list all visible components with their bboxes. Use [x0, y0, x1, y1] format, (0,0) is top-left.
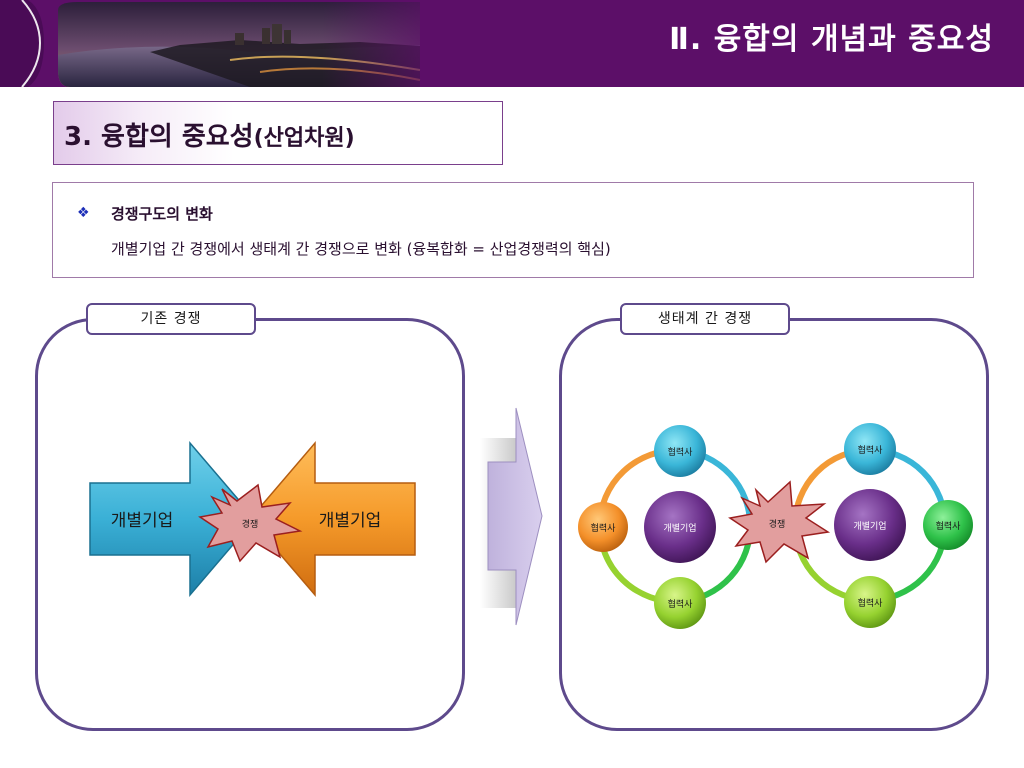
section-title-paren: (산업차원): [253, 126, 355, 151]
left-top-partner-circle: [654, 425, 706, 477]
page-title: Ⅱ. 융합의 개념과 중요성: [669, 22, 994, 57]
ecosystem-competition-burst-icon: [728, 480, 831, 564]
transition-arrow-icon: [480, 407, 543, 626]
right-center-circle: [834, 489, 906, 561]
right-arrow-label: 개별기업: [319, 511, 382, 531]
right-top-partner-circle: [844, 423, 896, 475]
header-banner: Ⅱ. 융합의 개념과 중요성: [0, 0, 1024, 87]
right-bottom-partner-circle: [844, 576, 896, 628]
existing-competition-tab: 기존 경쟁: [86, 303, 256, 335]
section-heading-box: 3. 융합의 중요성(산업차원): [53, 101, 503, 165]
right-right-partner-label: 협력사: [936, 520, 962, 532]
ecosystem-competition-tab: 생태계 간 경쟁: [620, 303, 790, 335]
left-arrow-shape: [89, 440, 256, 598]
left-bottom-partner-circle: [654, 577, 706, 629]
competition-burst-icon: [198, 483, 303, 563]
right-arrow-shape: [249, 440, 416, 598]
section-title: 융합의 중요성: [101, 122, 254, 152]
content-box: ❖ 경쟁구도의 변화 개별기업 간 경쟁에서 생태계 간 경쟁으로 변화 (융복…: [52, 182, 974, 278]
ecosystem-diagram: 개별기업 협력사 협력사 협력사 개별기업 협력사 협력사 협력사 경쟁: [578, 423, 973, 629]
section-heading: 3. 융합의 중요성(산업차원): [64, 116, 355, 153]
left-center-circle: [644, 491, 716, 563]
left-top-partner-label: 협력사: [668, 446, 694, 458]
left-arrow-label: 개별기업: [111, 511, 174, 531]
left-left-partner-label: 협력사: [591, 522, 617, 534]
header-photo-image: [0, 0, 1024, 87]
diamond-bullet-icon: ❖: [77, 205, 90, 221]
right-right-partner-circle: [923, 500, 973, 550]
right-center-label: 개별기업: [853, 521, 886, 532]
left-left-partner-circle: [578, 502, 628, 552]
bullet-title: 경쟁구도의 변화: [111, 205, 213, 223]
competition-diagram: 개별기업 개별기업 경쟁: [89, 440, 416, 598]
right-bottom-partner-label: 협력사: [858, 597, 884, 609]
burst-label: 경쟁: [242, 518, 259, 530]
left-center-label: 개별기업: [663, 523, 696, 534]
section-number: 3.: [64, 122, 92, 152]
left-bottom-partner-label: 협력사: [668, 598, 694, 610]
right-top-partner-label: 협력사: [858, 444, 884, 456]
bullet-description: 개별기업 간 경쟁에서 생태계 간 경쟁으로 변화 (융복합화 = 산업경쟁력의…: [111, 240, 611, 258]
ecosystem-burst-label: 경쟁: [769, 518, 786, 530]
